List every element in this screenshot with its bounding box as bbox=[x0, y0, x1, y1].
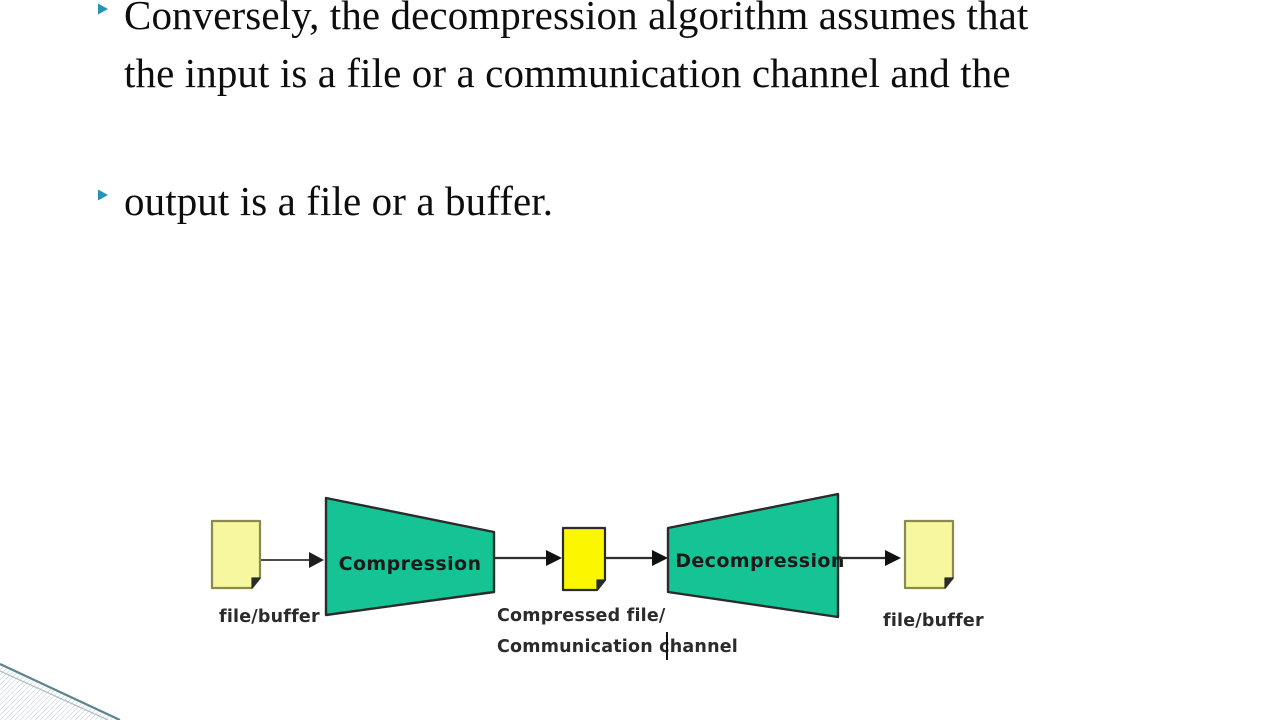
arrow-compression-to-compressed-file bbox=[495, 550, 562, 566]
compressed-file-caption-line1: Compressed file/ bbox=[497, 606, 666, 626]
bullet-text-1: Conversely, the decompression algorithm … bbox=[124, 0, 1029, 96]
compression-label: Compression bbox=[339, 553, 482, 575]
decompression-process-shape: Decompression bbox=[666, 492, 845, 619]
output-file-icon bbox=[903, 519, 955, 590]
compressed-file-icon bbox=[561, 526, 607, 592]
slide-corner-ornament bbox=[0, 640, 210, 720]
bullet-triangle-icon bbox=[96, 188, 114, 202]
bullet-item-1: Conversely, the decompression algorithm … bbox=[96, 0, 1216, 102]
bullet-item-2: output is a file or a buffer. bbox=[96, 172, 1216, 230]
arrow-decompression-to-output bbox=[839, 550, 901, 566]
bullet-triangle-icon bbox=[96, 2, 114, 16]
bullet-text-2: output is a file or a buffer. bbox=[124, 178, 554, 224]
input-file-caption: file/buffer bbox=[219, 607, 320, 627]
arrow-input-to-compression bbox=[261, 552, 324, 568]
compressed-file-caption-line2: Communication channel bbox=[497, 637, 738, 657]
arrow-compressed-file-to-decompression bbox=[606, 550, 668, 566]
compression-process-shape: Compression bbox=[324, 496, 496, 617]
decompression-label: Decompression bbox=[675, 550, 845, 572]
output-file-caption: file/buffer bbox=[883, 611, 984, 631]
input-file-icon bbox=[210, 519, 262, 590]
